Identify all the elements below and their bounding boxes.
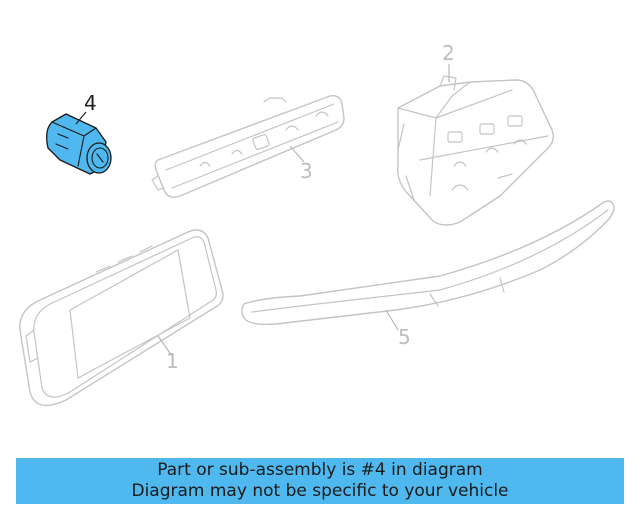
callout-5[interactable]: 5	[398, 325, 411, 349]
banner-line-disclaimer: Diagram may not be specific to your vehi…	[131, 481, 509, 501]
callout-4[interactable]: 4	[84, 91, 97, 115]
callout-3[interactable]: 3	[300, 159, 313, 183]
leader-5	[385, 309, 399, 331]
leader-3	[289, 145, 305, 163]
part-5-trim-strip[interactable]	[241, 200, 615, 326]
info-banner: Part or sub-assembly is #4 in diagram Di…	[16, 458, 624, 504]
parts-diagram: 1 2 3 4 5	[19, 41, 615, 407]
leader-1	[157, 335, 173, 357]
part-1-display-screen[interactable]	[19, 229, 224, 407]
callout-1[interactable]: 1	[166, 349, 179, 373]
part-4-start-button[interactable]	[46, 113, 112, 175]
leader-4	[75, 111, 87, 125]
banner-line-part: Part or sub-assembly is #4 in diagram	[157, 460, 483, 480]
part-2-control-unit[interactable]	[397, 75, 555, 226]
part-3-switch-panel[interactable]	[151, 94, 345, 198]
callout-2[interactable]: 2	[442, 41, 455, 65]
